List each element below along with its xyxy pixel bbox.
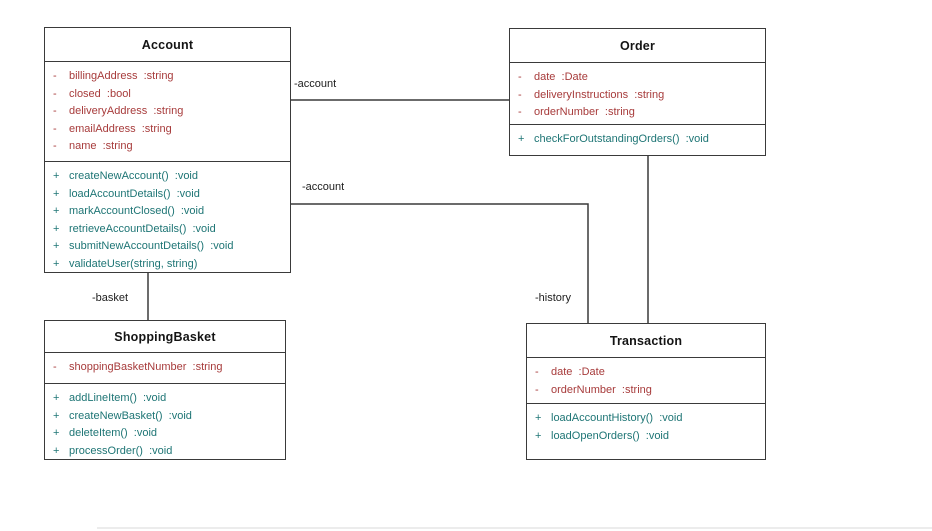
attribute-signature: shoppingBasketNumber :string (69, 361, 223, 373)
methods-compartment-transaction: + loadAccountHistory() :void + loadOpenOrde… (527, 404, 765, 459)
edge-account-transaction (291, 203, 589, 323)
visibility-marker: + (53, 409, 60, 422)
attribute-row: -closed :bool (53, 86, 284, 104)
method-signature: validateUser(string, string) (69, 257, 198, 270)
edge-label-history: -history (535, 292, 572, 304)
class-name-transaction: Transaction (527, 324, 765, 358)
method-row: + loadOpenOrders() :void (535, 428, 759, 446)
attribute-row: -date :Date (535, 364, 759, 382)
method-signature: loadOpenOrders() :void (551, 429, 669, 442)
visibility-marker: - (53, 70, 57, 82)
method-signature: addLineItem() :void (69, 392, 167, 404)
method-signature: processOrder() :void (69, 444, 173, 457)
visibility-marker: - (53, 140, 57, 152)
visibility-marker: + (535, 412, 542, 424)
visibility-marker: + (53, 222, 60, 235)
attribute-signature: deliveryInstructions :string (534, 88, 665, 101)
attribute-signature: date :Date (534, 71, 588, 83)
attribute-row: -deliveryInstructions :string (518, 87, 759, 105)
attribute-row: -name :string (53, 138, 284, 156)
attribute-signature: closed :bool (69, 87, 131, 100)
attribute-row: -deliveryAddress :string (53, 103, 284, 121)
visibility-marker: - (53, 105, 57, 117)
method-row: + addLineItem() :void (53, 390, 279, 408)
method-signature: createNewBasket() :void (69, 409, 192, 422)
attributes-compartment-transaction: -date :Date-orderNumber :string (527, 358, 765, 404)
methods-compartment-order: + checkForOutstandingOrders() :void (510, 125, 765, 155)
attributes-compartment-order: -date :Date-deliveryInstructions :string… (510, 63, 765, 125)
method-signature: createNewAccount() :void (69, 170, 198, 182)
visibility-marker: - (518, 71, 522, 83)
visibility-marker: - (518, 106, 522, 118)
attribute-row: -shoppingBasketNumber :string (53, 359, 279, 377)
method-row: + retrieveAccountDetails() :void (53, 221, 284, 239)
attribute-signature: emailAddress :string (69, 122, 172, 135)
visibility-marker: + (53, 257, 60, 270)
attribute-signature: orderNumber :string (534, 106, 635, 118)
edge-label-account-transaction: -account (302, 181, 345, 193)
visibility-marker: - (53, 361, 57, 373)
attribute-signature: date :Date (551, 366, 605, 378)
bottom-divider (97, 527, 932, 529)
visibility-marker: + (53, 187, 60, 200)
visibility-marker: - (535, 383, 539, 396)
method-signature: markAccountClosed() :void (69, 205, 205, 217)
method-row: + deleteItem() :void (53, 425, 279, 443)
attribute-signature: name :string (69, 140, 133, 152)
visibility-marker: - (53, 87, 57, 100)
method-row: + checkForOutstandingOrders() :void (518, 131, 759, 149)
class-name-order: Order (510, 29, 765, 63)
method-signature: checkForOutstandingOrders() :void (534, 133, 709, 145)
method-row: + processOrder() :void (53, 443, 279, 460)
attribute-signature: billingAddress :string (69, 70, 174, 82)
visibility-marker: + (53, 444, 60, 457)
visibility-marker: + (53, 240, 60, 252)
attributes-compartment-shoppingbasket: -shoppingBasketNumber :string (45, 353, 285, 384)
attribute-row: -orderNumber :string (535, 382, 759, 400)
visibility-marker: + (53, 427, 60, 439)
methods-compartment-account: + createNewAccount() :void + loadAccountDet… (45, 162, 290, 272)
method-row: + createNewAccount() :void (53, 168, 284, 186)
attribute-signature: deliveryAddress :string (69, 105, 184, 117)
attribute-row: -emailAddress :string (53, 121, 284, 139)
class-name-account: Account (45, 28, 290, 62)
method-row: + markAccountClosed() :void (53, 203, 284, 221)
edge-label-account-order: -account (294, 78, 337, 90)
visibility-marker: + (53, 170, 60, 182)
method-signature: deleteItem() :void (69, 427, 158, 439)
method-row: + createNewBasket() :void (53, 408, 279, 426)
visibility-marker: + (518, 133, 525, 145)
attribute-row: -billingAddress :string (53, 68, 284, 86)
method-signature: retrieveAccountDetails() :void (69, 222, 216, 235)
method-row: + loadAccountDetails() :void (53, 186, 284, 204)
visibility-marker: + (535, 429, 542, 442)
visibility-marker: - (53, 122, 57, 135)
method-signature: loadAccountDetails() :void (69, 187, 200, 200)
method-row: + validateUser(string, string) (53, 256, 284, 273)
method-row: + loadAccountHistory() :void (535, 410, 759, 428)
methods-compartment-shoppingbasket: + addLineItem() :void + createNewBasket() :… (45, 384, 285, 459)
class-name-shoppingbasket: ShoppingBasket (45, 321, 285, 353)
method-row: + submitNewAccountDetails() :void (53, 238, 284, 256)
visibility-marker: + (53, 392, 60, 404)
visibility-marker: - (535, 366, 539, 378)
method-signature: submitNewAccountDetails() :void (69, 240, 234, 252)
class-box-order: Order -date :Date-deliveryInstructions :… (509, 28, 766, 156)
edge-label-basket: -basket (92, 292, 129, 304)
visibility-marker: - (518, 88, 522, 101)
method-signature: loadAccountHistory() :void (551, 412, 683, 424)
attribute-signature: orderNumber :string (551, 383, 652, 396)
attributes-compartment-account: -billingAddress :string-closed :bool-del… (45, 62, 290, 162)
class-box-transaction: Transaction -date :Date-orderNumber :str… (526, 323, 766, 460)
attribute-row: -date :Date (518, 69, 759, 87)
visibility-marker: + (53, 205, 60, 217)
attribute-row: -orderNumber :string (518, 104, 759, 122)
class-box-account: Account -billingAddress :string-closed :… (44, 27, 291, 273)
class-box-shoppingbasket: ShoppingBasket -shoppingBasketNumber :st… (44, 320, 286, 460)
